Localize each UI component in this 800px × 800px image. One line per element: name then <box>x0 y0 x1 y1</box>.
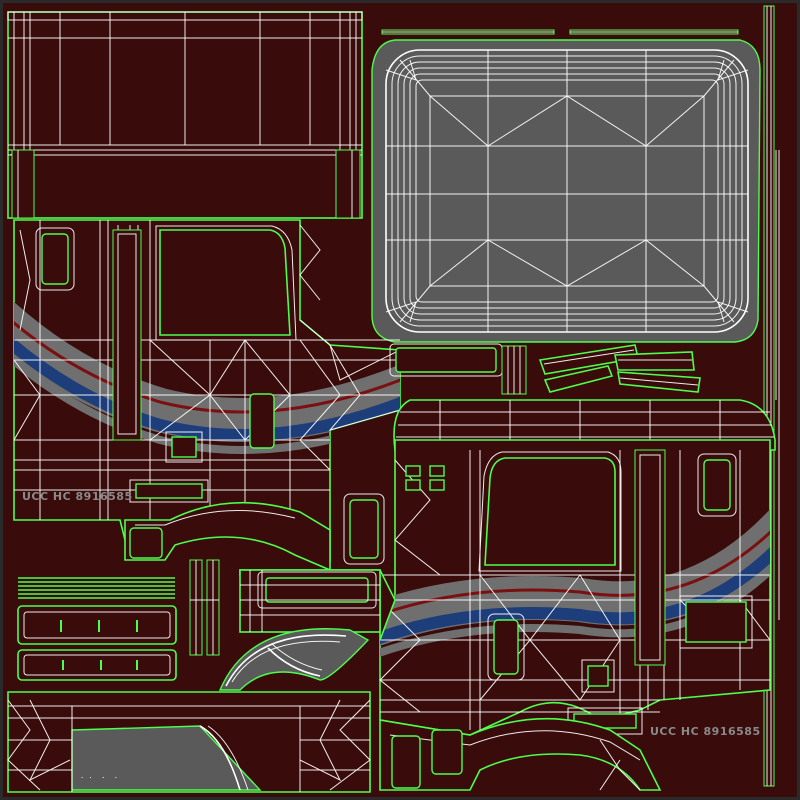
step-plates-uv <box>17 605 177 681</box>
top-trim-strips <box>381 29 739 35</box>
right-cab-side-uv: UCC HC 8916585 <box>379 439 771 791</box>
roof-panel-uv <box>7 11 363 219</box>
svg-text:. . . .: . . . . <box>80 772 118 780</box>
green-line-bundle <box>18 577 175 599</box>
mid-vertical-strips <box>189 559 220 656</box>
windshield-panel-uv <box>371 39 761 343</box>
front-bumper-uv: . . . . <box>7 691 371 793</box>
center-fender-uv <box>218 569 396 691</box>
right-visor-uv <box>393 399 776 451</box>
right-plate-text: UCC HC 8916585 <box>650 725 761 738</box>
small-bar-parts <box>538 344 701 393</box>
left-plate-text: UCC HC 8916585 <box>22 490 133 503</box>
